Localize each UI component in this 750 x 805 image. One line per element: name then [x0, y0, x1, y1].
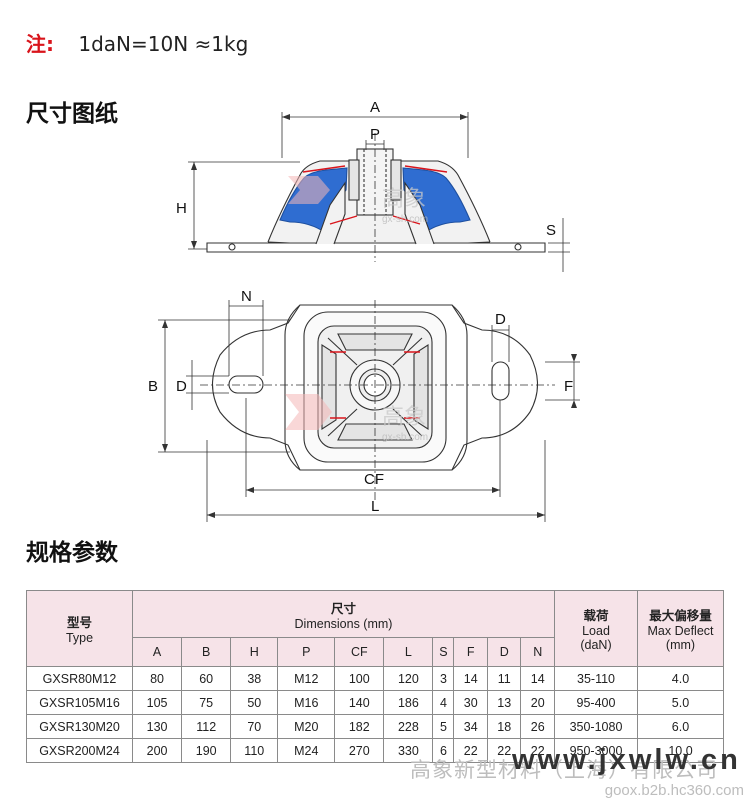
column-header-d: D [486, 637, 522, 667]
table-cell: 18 [486, 714, 522, 739]
dim-label-p: P [370, 126, 380, 143]
table-cell: M16 [277, 690, 336, 715]
dim-label-cf: CF [364, 471, 384, 488]
table-cell: 26 [520, 714, 555, 739]
table-cell: 140 [334, 690, 385, 715]
table-cell: M20 [277, 714, 336, 739]
watermark-cn-1: 高象 [382, 186, 426, 211]
slot-left [228, 375, 264, 394]
table-cell: 350-1080 [554, 714, 638, 739]
table-cell: 186 [383, 690, 434, 715]
table-cell: 105 [131, 690, 183, 715]
technical-drawing: 高象 gx-sh.com 高象 gx-sh.com A P H S N D B … [148, 99, 580, 522]
table-cell: 190 [181, 738, 232, 763]
table-cell: 22 [486, 738, 522, 763]
table-cell: 20 [520, 690, 555, 715]
column-header-f: F [453, 637, 488, 667]
column-header-h: H [230, 637, 279, 667]
table-cell: 50 [230, 690, 279, 715]
table-cell: 110 [230, 738, 279, 763]
table-cell: 228 [383, 714, 434, 739]
note-value: 1daN=10N ≈1kg [78, 32, 249, 56]
column-header-s: S [432, 637, 455, 667]
dim-label-f: F [564, 378, 573, 395]
table-cell: 22 [453, 738, 488, 763]
table-cell: GXSR130M20 [26, 714, 133, 739]
table-cell: GXSR80M12 [26, 666, 133, 691]
column-header-b: B [181, 637, 232, 667]
table-cell: 182 [334, 714, 385, 739]
table-cell: 270 [334, 738, 385, 763]
dim-label-n: N [241, 288, 252, 305]
table-cell: 75 [181, 690, 232, 715]
note: 注: 1daN=10N ≈1kg [26, 28, 248, 57]
table-cell: 38 [230, 666, 279, 691]
column-header-l: L [383, 637, 434, 667]
section-title-drawing: 尺寸图纸 [26, 101, 118, 127]
section-title-spec: 规格参数 [26, 540, 118, 566]
column-header-p: P [277, 637, 336, 667]
table-cell: 950-3000 [554, 738, 638, 763]
table-cell: 5 [432, 714, 455, 739]
table-cell: 4.0 [637, 666, 724, 691]
watermark-site-2: gx-sh.com [382, 432, 428, 443]
table-cell: 6 [432, 738, 455, 763]
footer-site-watermark: goox.b2b.hc360.com [604, 782, 744, 799]
footer-url-watermark: www.jxwlw.cn [512, 744, 741, 776]
table-cell: 70 [230, 714, 279, 739]
table-cell: 200 [131, 738, 183, 763]
column-header-a: A [131, 637, 183, 667]
footer-company-watermark: 高象新型材料（上海）有限公司 [410, 759, 718, 782]
table-cell: GXSR200M24 [26, 738, 133, 763]
table-cell: 120 [383, 666, 434, 691]
table-cell: 14 [453, 666, 488, 691]
table-cell: M12 [277, 666, 336, 691]
note-label: 注: [26, 32, 54, 56]
watermark-site-1: gx-sh.com [382, 214, 428, 225]
table-cell: 34 [453, 714, 488, 739]
table-cell: GXSR105M16 [26, 690, 133, 715]
watermark-cn-2: 高象 [382, 404, 426, 429]
dim-label-a: A [370, 99, 380, 116]
table-cell: 11 [486, 666, 522, 691]
table-cell: 130 [131, 714, 183, 739]
table-cell: 6.0 [637, 714, 724, 739]
table-cell: 330 [383, 738, 434, 763]
dim-label-h: H [176, 200, 187, 217]
dim-label-b: B [148, 378, 158, 395]
table-cell: 4 [432, 690, 455, 715]
dim-label-l: L [371, 498, 379, 515]
dim-label-s: S [546, 222, 556, 239]
table-cell: 60 [181, 666, 232, 691]
flange-plate [206, 242, 546, 253]
table-cell: 80 [131, 666, 183, 691]
table-cell: 14 [520, 666, 555, 691]
column-header-cf: CF [334, 637, 385, 667]
table-cell: 10.0 [637, 738, 724, 763]
table-cell: 3 [432, 666, 455, 691]
table-cell: M24 [277, 738, 336, 763]
slot-right [491, 361, 510, 401]
dim-label-d-right: D [495, 311, 506, 328]
column-header-n: N [520, 637, 555, 667]
table-cell: 13 [486, 690, 522, 715]
table-cell: 95-400 [554, 690, 638, 715]
table-cell: 22 [520, 738, 555, 763]
table-cell: 35-110 [554, 666, 638, 691]
table-cell: 5.0 [637, 690, 724, 715]
dim-label-d-left: D [176, 378, 187, 395]
table-cell: 112 [181, 714, 232, 739]
table-cell: 100 [334, 666, 385, 691]
table-cell: 30 [453, 690, 488, 715]
